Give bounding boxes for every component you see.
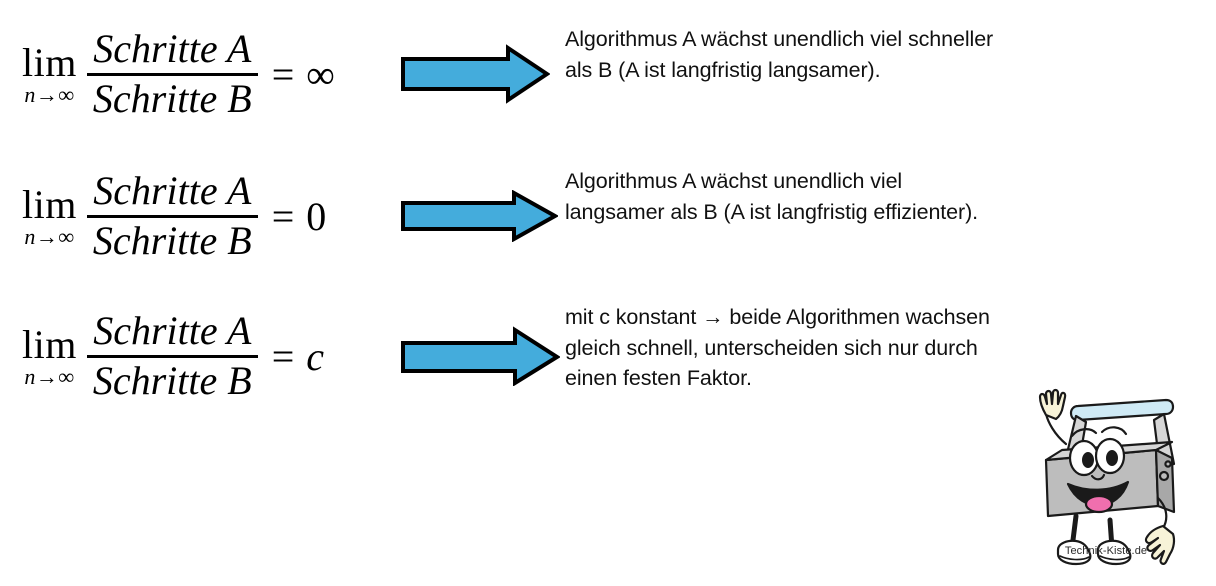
limit-formula: lim n→∞ Schritte A Schritte B = c xyxy=(0,300,400,412)
limit-formula: lim n→∞ Schritte A Schritte B = ∞ xyxy=(0,18,400,130)
equals-sign: = xyxy=(271,193,295,239)
limit-operator-main: lim xyxy=(22,321,77,367)
limit-case-row: lim n→∞ Schritte A Schritte B = c mit c … xyxy=(0,300,1216,430)
limit-operator-subscript: n→∞ xyxy=(24,81,75,107)
limit-operator: lim n→∞ xyxy=(22,39,77,107)
limit-case-row: lim n→∞ Schritte A Schritte B = 0 Algori… xyxy=(0,160,1216,290)
description-line: einen festen Faktor. xyxy=(565,366,752,391)
fraction: Schritte A Schritte B xyxy=(86,308,258,403)
arrow-cell xyxy=(400,300,565,412)
fraction: Schritte A Schritte B xyxy=(86,168,258,263)
description-line: Algorithmus A wächst unendlich viel schn… xyxy=(565,27,994,51)
technik-kiste-toolbox-mascot-icon xyxy=(1006,388,1206,578)
fraction-numerator: Schritte A xyxy=(93,308,252,354)
right-arrow-icon xyxy=(401,326,560,386)
fraction-numerator: Schritte A xyxy=(93,26,252,72)
equals-sign: = xyxy=(271,51,295,97)
right-arrow-icon xyxy=(401,44,550,104)
mascot-caption: Technik-Kiste.de xyxy=(1064,545,1148,557)
limit-formula: lim n→∞ Schritte A Schritte B = 0 xyxy=(0,160,400,272)
limit-operator: lim n→∞ xyxy=(22,321,77,389)
description-line: mit c konstant → beide Algorithmen wachs… xyxy=(565,305,990,329)
arrow-cell xyxy=(400,18,565,130)
case-description: Algorithmus A wächst unendlich viel schn… xyxy=(565,18,1216,85)
arrow-cell xyxy=(400,160,565,272)
limit-operator: lim n→∞ xyxy=(22,181,77,249)
limit-operator-main: lim xyxy=(22,39,77,85)
description-line: als B (A ist langfristig langsamer). xyxy=(565,57,881,82)
equals-sign: = xyxy=(271,333,295,379)
limit-operator-main: lim xyxy=(22,181,77,227)
limit-result: 0 xyxy=(306,193,327,239)
right-arrow-icon xyxy=(401,190,558,242)
limit-result: c xyxy=(306,333,325,379)
fraction-bar xyxy=(86,214,258,218)
description-line: langsamer als B (A ist langfristig effiz… xyxy=(565,199,979,224)
limit-case-row: lim n→∞ Schritte A Schritte B = ∞ Algori… xyxy=(0,18,1216,148)
fraction-numerator: Schritte A xyxy=(93,168,252,214)
case-description: mit c konstant → beide Algorithmen wachs… xyxy=(565,300,1216,394)
fraction-bar xyxy=(86,354,258,358)
limit-operator-subscript: n→∞ xyxy=(24,223,75,249)
case-description: Algorithmus A wächst unendlich viel lang… xyxy=(565,160,1216,227)
limit-result: ∞ xyxy=(306,51,335,97)
limit-operator-subscript: n→∞ xyxy=(24,363,75,389)
fraction-denominator: Schritte B xyxy=(92,75,252,121)
description-line: Algorithmus A wächst unendlich viel xyxy=(565,169,903,193)
fraction-bar xyxy=(86,72,258,76)
fraction-denominator: Schritte B xyxy=(92,357,252,403)
fraction: Schritte A Schritte B xyxy=(86,26,258,121)
fraction-denominator: Schritte B xyxy=(92,217,252,263)
description-line: gleich schnell, unterscheiden sich nur d… xyxy=(565,335,978,360)
